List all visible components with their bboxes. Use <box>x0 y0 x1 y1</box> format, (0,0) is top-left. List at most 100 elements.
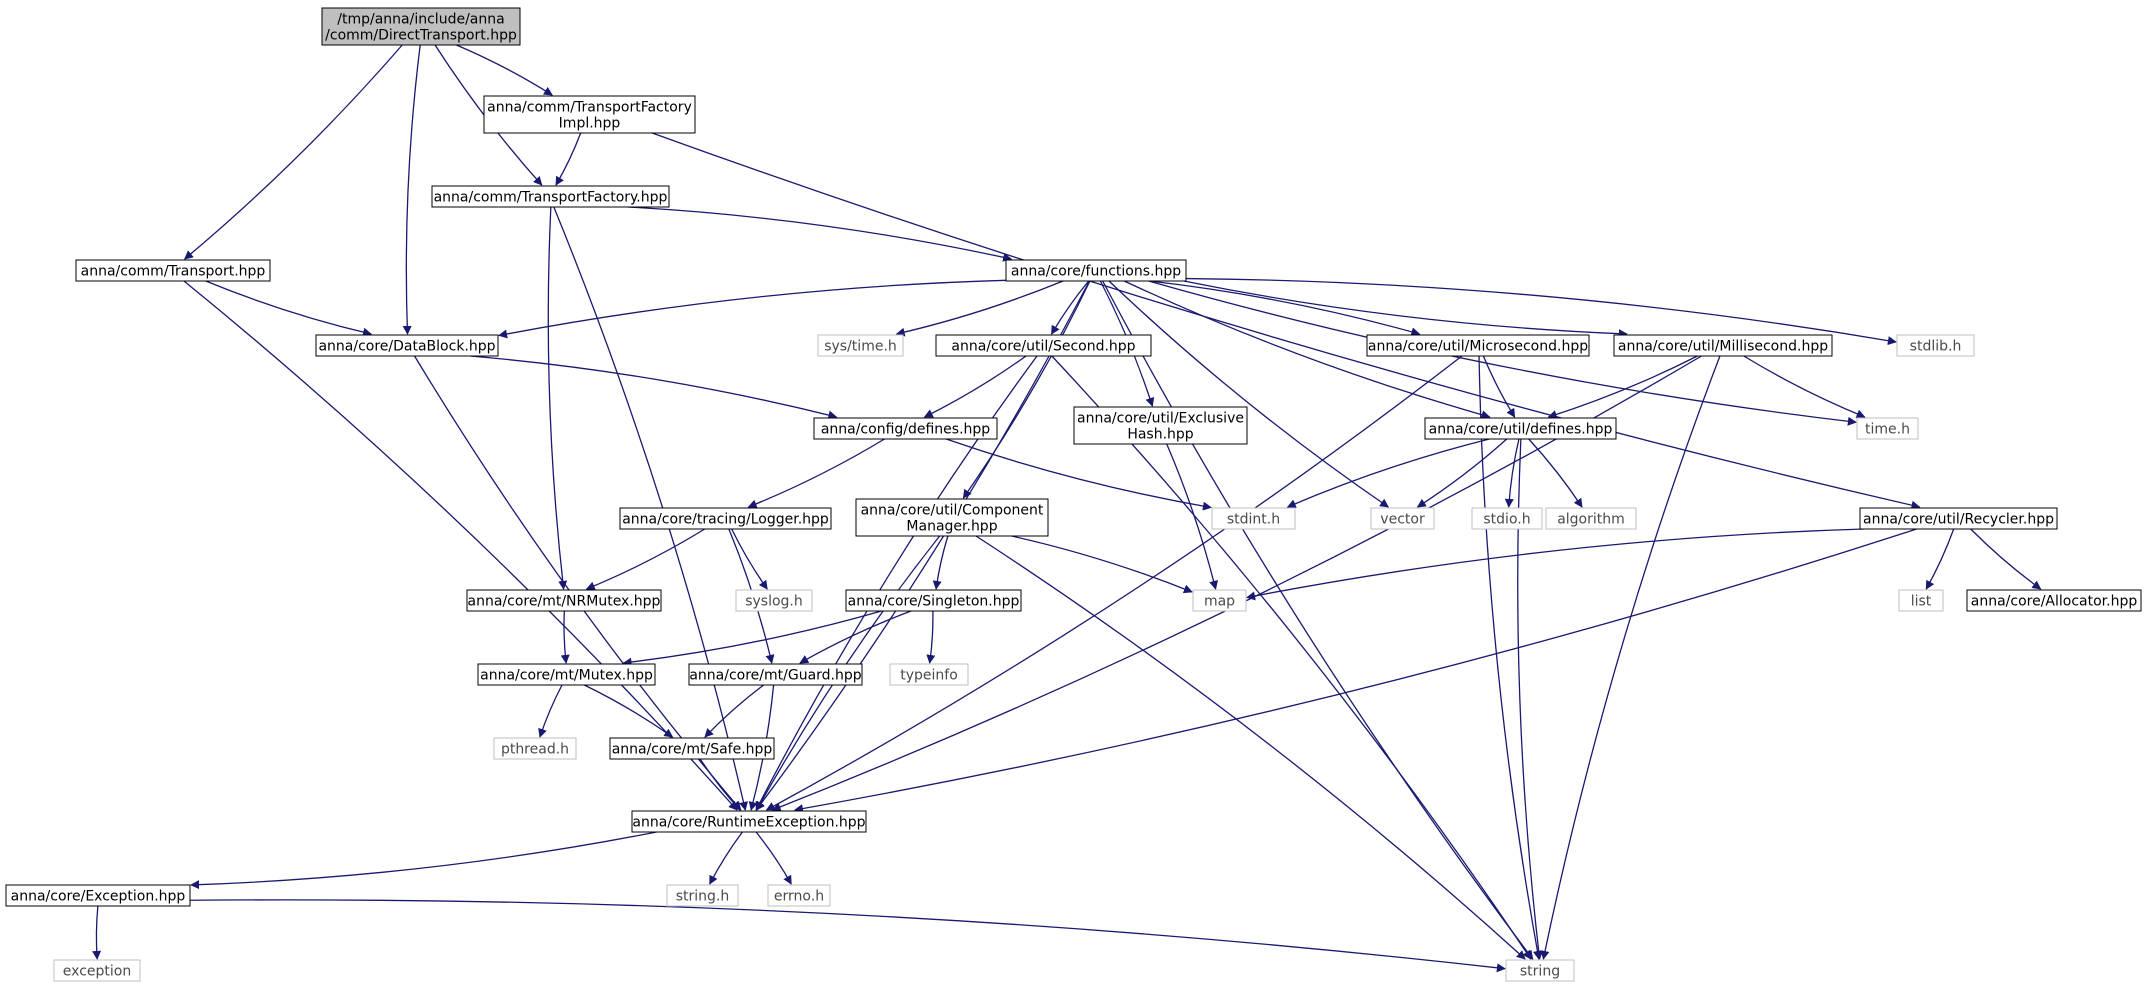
edge-safe-to-rtex <box>699 758 741 811</box>
node-mutex-label-line-0: anna/core/mt/Mutex.hpp <box>480 668 653 684</box>
edge-root-to-datablock <box>402 44 421 335</box>
edge-logger-to-nrmutex <box>585 528 706 591</box>
node-rtex[interactable]: anna/core/RuntimeException.hpp <box>631 810 867 833</box>
node-safe[interactable]: anna/core/mt/Safe.hpp <box>609 737 775 760</box>
node-systime-box <box>817 334 904 357</box>
edge-utildef-to-algorithm <box>1528 438 1583 508</box>
node-exc[interactable]: anna/core/Exception.hpp <box>5 884 191 907</box>
node-list-label-line-0: list <box>1911 594 1932 610</box>
edge-layer <box>92 44 2042 973</box>
node-pthread-label-line-0: pthread.h <box>501 742 569 758</box>
node-exhash-label-line-0: anna/core/util/Exclusive <box>1077 411 1244 427</box>
edge-logger-to-syslog <box>731 528 768 590</box>
edge-mutex-to-safe <box>584 684 674 738</box>
node-pthread: pthread.h <box>493 737 577 760</box>
node-stdio: stdio.h <box>1471 507 1543 530</box>
node-stdlib-label-line-0: stdlib.h <box>1910 339 1962 355</box>
node-functions[interactable]: anna/core/functions.hpp <box>1005 259 1187 282</box>
node-allocator[interactable]: anna/core/Allocator.hpp <box>1966 589 2142 612</box>
node-errno-box <box>767 884 831 907</box>
node-micro-label-line-0: anna/core/util/Microsecond.hpp <box>1368 339 1588 355</box>
node-nrmutex[interactable]: anna/core/mt/NRMutex.hpp <box>466 589 662 612</box>
node-transport[interactable]: anna/comm/Transport.hpp <box>75 259 271 282</box>
node-syslog: syslog.h <box>735 589 813 612</box>
node-exception-label-line-0: exception <box>63 964 131 980</box>
node-vector-label-line-0: vector <box>1380 512 1425 528</box>
node-micro[interactable]: anna/core/util/Microsecond.hpp <box>1366 334 1590 357</box>
edge-functions-to-systime <box>895 280 1064 337</box>
edge-utildef-to-stdint <box>1286 438 1490 508</box>
node-datablock[interactable]: anna/core/DataBlock.hpp <box>315 334 499 357</box>
node-rtex-label-line-0: anna/core/RuntimeException.hpp <box>632 815 865 831</box>
edge-confdef-to-stdint <box>945 438 1212 511</box>
node-timeh: time.h <box>1856 417 1919 440</box>
node-milli[interactable]: anna/core/util/Millisecond.hpp <box>1613 334 1833 357</box>
node-logger[interactable]: anna/core/tracing/Logger.hpp <box>619 507 832 530</box>
node-vector: vector <box>1370 507 1435 530</box>
node-timeh-label-line-0: time.h <box>1865 422 1910 438</box>
edge-guard-to-safe <box>704 684 765 738</box>
edge-transport-to-datablock <box>205 280 372 337</box>
node-root-box <box>321 7 521 46</box>
node-allocator-box <box>1966 589 2142 612</box>
edge-recycler-to-allocator <box>1970 528 2042 590</box>
node-exhash-box <box>1073 406 1248 445</box>
edge-transport-to-rtex <box>183 280 738 811</box>
node-algorithm-box <box>1545 507 1637 530</box>
edge-singleton-to-mutex <box>622 610 882 667</box>
node-recycler-label-line-0: anna/core/util/Recycler.hpp <box>1863 512 2054 528</box>
node-utildef[interactable]: anna/core/util/defines.hpp <box>1424 417 1617 440</box>
node-stdio-label-line-0: stdio.h <box>1483 512 1530 528</box>
node-safe-label-line-0: anna/core/mt/Safe.hpp <box>612 742 773 758</box>
node-root[interactable]: /tmp/anna/include/anna/comm/DirectTransp… <box>321 7 521 46</box>
node-errno-label-line-0: errno.h <box>774 889 824 905</box>
node-singleton-label-line-0: anna/core/Singleton.hpp <box>848 594 1020 610</box>
edge-functions-to-second <box>1050 280 1090 335</box>
edge-mutex-to-pthread <box>538 684 563 738</box>
edge-tfimpl-to-recycler <box>651 132 1921 510</box>
edge-second-to-confdef <box>923 355 1027 418</box>
node-second[interactable]: anna/core/util/Second.hpp <box>935 334 1152 357</box>
node-compmgr-label-line-1: Manager.hpp <box>906 519 997 535</box>
node-algorithm-label-line-0: algorithm <box>1557 512 1625 528</box>
node-root-label-line-0: /tmp/anna/include/anna <box>337 12 504 28</box>
node-recycler-box <box>1859 507 2058 530</box>
node-compmgr-box <box>855 498 1049 537</box>
edge-compmgr-to-map <box>1011 535 1193 594</box>
node-singleton[interactable]: anna/core/Singleton.hpp <box>845 589 1022 612</box>
edge-second-to-rtex <box>755 355 1038 811</box>
node-mutex[interactable]: anna/core/mt/Mutex.hpp <box>477 663 656 686</box>
edge-functions-to-micro <box>1149 280 1421 337</box>
node-recycler[interactable]: anna/core/util/Recycler.hpp <box>1859 507 2058 530</box>
node-layer: /tmp/anna/include/anna/comm/DirectTransp… <box>5 7 2142 982</box>
node-guard-box <box>688 663 863 686</box>
node-functions-label-line-0: anna/core/functions.hpp <box>1011 264 1181 280</box>
edge-tf-to-rtex <box>553 206 748 811</box>
node-timeh-box <box>1856 417 1919 440</box>
edge-exc-to-string <box>189 899 1506 973</box>
node-stringh-label-line-0: string.h <box>676 889 730 905</box>
node-stdint-label-line-0: stdint.h <box>1227 512 1280 528</box>
edge-milli-to-utildef <box>1547 355 1698 419</box>
edge-tf-to-functions <box>627 206 1013 262</box>
node-allocator-label-line-0: anna/core/Allocator.hpp <box>1971 594 2138 610</box>
node-tf[interactable]: anna/comm/TransportFactory.hpp <box>431 185 670 208</box>
node-rtex-box <box>631 810 867 833</box>
node-map-label-line-0: map <box>1204 594 1235 610</box>
edge-compmgr-to-string <box>975 535 1526 960</box>
edge-rtex-to-exc <box>190 831 657 890</box>
node-guard[interactable]: anna/core/mt/Guard.hpp <box>688 663 863 686</box>
edge-root-to-transport <box>183 44 403 260</box>
edge-milli-to-timeh <box>1743 355 1866 419</box>
node-logger-box <box>619 507 832 530</box>
node-typeinfo-label-line-0: typeinfo <box>900 668 958 684</box>
node-confdef[interactable]: anna/config/defines.hpp <box>813 417 998 440</box>
node-exhash-label-line-1: Hash.hpp <box>1127 427 1193 443</box>
node-confdef-label-line-0: anna/config/defines.hpp <box>821 422 990 438</box>
edge-utildef-to-vector <box>1416 438 1508 508</box>
node-stdlib-box <box>1896 334 1975 357</box>
node-tfimpl-box <box>483 95 696 134</box>
